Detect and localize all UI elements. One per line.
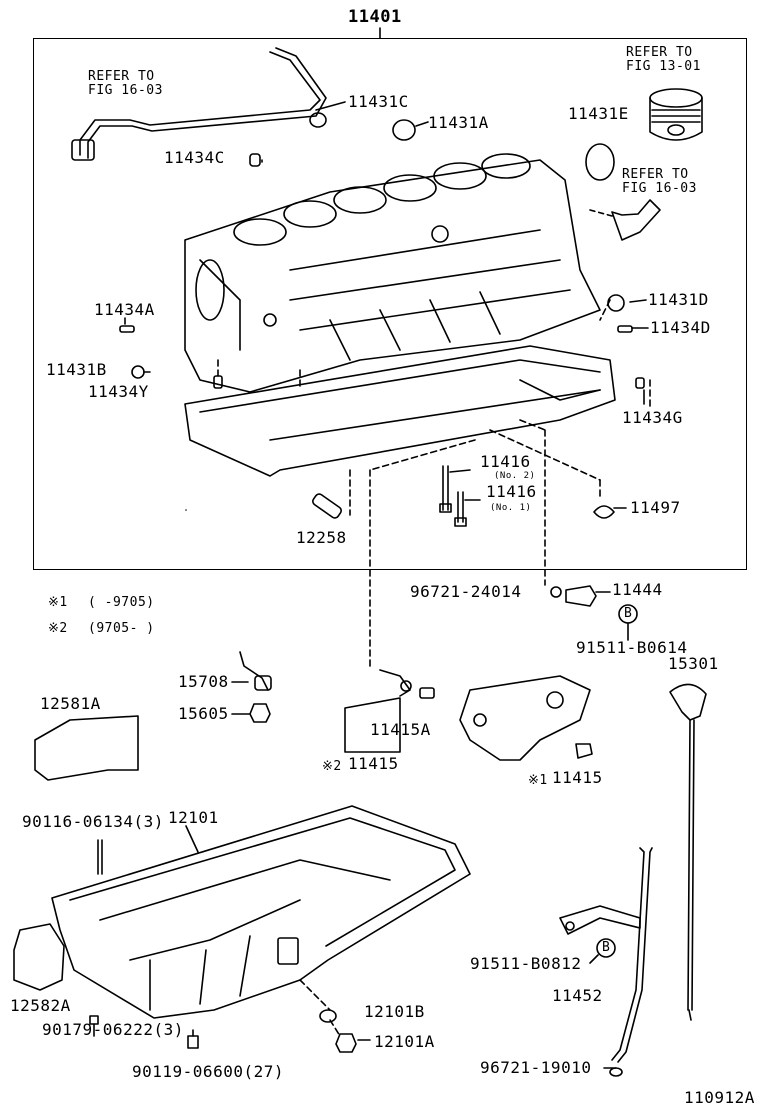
label-96721-19010: 96721-19010 xyxy=(480,1058,592,1077)
label-11431A: 11431A xyxy=(428,113,489,132)
label-11415A: 11415A xyxy=(370,720,431,739)
gasket-96721-19010 xyxy=(609,1067,623,1077)
ref1-line1: REFER TO xyxy=(88,69,155,84)
plug-15605 xyxy=(249,703,271,723)
label-11434D: 11434D xyxy=(650,318,711,337)
bolt-90119 xyxy=(187,1035,199,1049)
breather-pipe xyxy=(71,47,327,161)
ref3-line2: FIG 16-03 xyxy=(622,181,697,196)
label-11416-a: 11416 xyxy=(480,452,531,471)
label-11434C: 11434C xyxy=(164,148,225,167)
ref1-line2: FIG 16-03 xyxy=(88,83,163,98)
oil-pump-housing xyxy=(459,675,591,761)
label-11416-b: 11416 xyxy=(486,482,537,501)
bolt-90179 xyxy=(89,1015,99,1025)
piston xyxy=(649,88,703,141)
mark-1: ※1 xyxy=(528,773,548,788)
oil-jet-11415 xyxy=(379,669,411,697)
label-11434G: 11434G xyxy=(622,408,683,427)
note2-mark: ※2 xyxy=(48,621,68,636)
label-11415-n2: 11415 xyxy=(348,754,399,773)
label-90179-06222: 90179-06222(3) xyxy=(42,1020,184,1039)
mark-2: ※2 xyxy=(322,759,342,774)
label-91511-B0614: 91511-B0614 xyxy=(576,638,688,657)
label-12101A: 12101A xyxy=(374,1032,435,1051)
connector-refer-1603 xyxy=(611,199,661,241)
baffle-12582A xyxy=(13,923,65,991)
pin-11434D xyxy=(617,325,633,333)
plug-11444 xyxy=(565,585,597,607)
label-11497: 11497 xyxy=(630,498,681,517)
note1-mark: ※1 xyxy=(48,595,68,610)
circle-b-2 xyxy=(596,938,616,958)
gasket-96721-24014 xyxy=(550,586,562,598)
label-90119-06600: 90119-06600(27) xyxy=(132,1062,284,1081)
guide-tube-11452 xyxy=(559,847,653,1063)
pin-11434G xyxy=(635,377,645,389)
label-11401: 11401 xyxy=(348,7,402,27)
ref3-line1: REFER TO xyxy=(622,167,689,182)
label-11452: 11452 xyxy=(552,986,603,1005)
bearing-frame xyxy=(184,345,616,477)
label-15301: 15301 xyxy=(668,654,719,673)
figure-id: 110912A xyxy=(684,1088,755,1107)
label-15708: 15708 xyxy=(178,672,229,691)
pin-12258 xyxy=(312,493,342,519)
label-11434Y: 11434Y xyxy=(88,382,149,401)
plug-11431D xyxy=(607,294,625,312)
plug-12101A xyxy=(335,1033,357,1053)
label-12582A: 12582A xyxy=(10,996,71,1015)
label-11431B: 11431B xyxy=(46,360,107,379)
note1-text: ( -9705) xyxy=(88,595,155,610)
label-11444: 11444 xyxy=(612,580,663,599)
label-11431E: 11431E xyxy=(568,104,629,123)
circle-b-1-label: B xyxy=(624,606,633,621)
label-11415-n1: 11415 xyxy=(552,768,603,787)
ref2-line1: REFER TO xyxy=(626,45,693,60)
ref2-line2: FIG 13-01 xyxy=(626,59,701,74)
plug-11431C xyxy=(309,112,327,128)
seal-11497 xyxy=(593,505,615,519)
plug-11431A xyxy=(392,119,416,141)
pin-11434Y xyxy=(213,375,223,389)
label-no2: (No. 2) xyxy=(494,471,536,481)
label-12101: 12101 xyxy=(168,808,219,827)
label-91511-B0812: 91511-B0812 xyxy=(470,954,582,973)
label-no1: (No. 1) xyxy=(490,503,532,513)
label-96721-24014: 96721-24014 xyxy=(410,582,522,601)
plug-11431B xyxy=(131,365,145,379)
label-11431C: 11431C xyxy=(348,92,409,111)
label-12581A: 12581A xyxy=(40,694,101,713)
oil-pressure-switch-15708 xyxy=(239,651,269,691)
dashed-leaders xyxy=(217,299,651,669)
bolts-11416 xyxy=(439,465,467,527)
stiffener-12581A xyxy=(34,715,139,781)
oil-pan xyxy=(51,805,471,1019)
block-assembly-frame xyxy=(33,38,747,570)
label-12101B: 12101B xyxy=(364,1002,425,1021)
label-11431D: 11431D xyxy=(648,290,709,309)
pin-11434A xyxy=(119,325,135,333)
gasket-12101B xyxy=(319,1009,337,1023)
plug-11431E xyxy=(585,143,615,181)
cylinder-block xyxy=(184,153,601,393)
pin-11434C xyxy=(249,153,261,167)
dipstick-15301 xyxy=(669,683,707,1021)
circle-b-2-label: B xyxy=(602,940,611,955)
label-90116-06134: 90116-06134(3) xyxy=(22,812,164,831)
note2-text: (9705- ) xyxy=(88,621,155,636)
label-12258: 12258 xyxy=(296,528,347,547)
label-11434A: 11434A xyxy=(94,300,155,319)
label-15605: 15605 xyxy=(178,704,229,723)
